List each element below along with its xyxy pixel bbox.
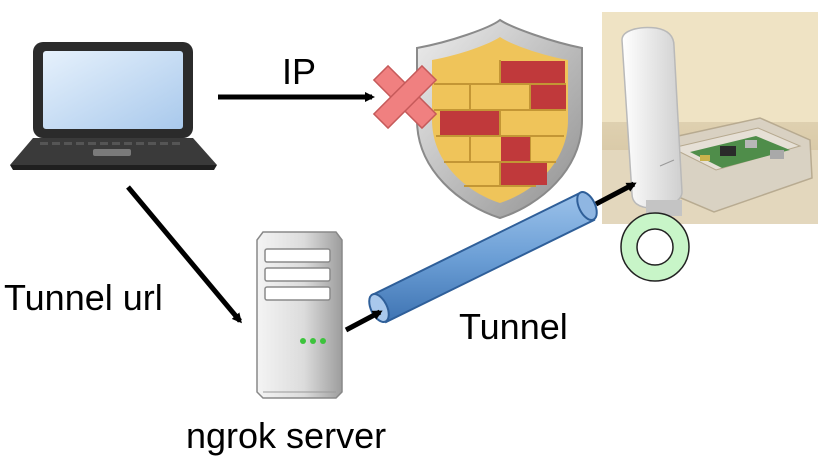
tunnel-to-device-arrow [594, 181, 637, 207]
ip-label: IP [282, 51, 316, 92]
tunnel-label: Tunnel [459, 306, 568, 347]
raspberry-pi-photo [602, 12, 818, 224]
red-x-icon [372, 64, 438, 130]
server-tower-icon [256, 231, 343, 399]
laptop-icon [10, 42, 217, 170]
firewall-shield-icon [416, 18, 583, 220]
tunnel-url-label: Tunnel url [4, 277, 163, 318]
green-circle-icon [620, 212, 690, 282]
tunnel-url-arrow [126, 185, 242, 324]
server-to-tunnel-arrow [344, 309, 383, 333]
ngrok-server-label: ngrok server [186, 415, 386, 456]
